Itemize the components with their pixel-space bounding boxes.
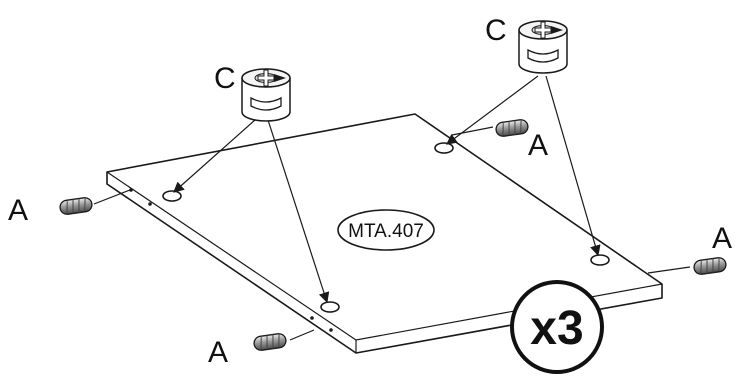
dowel-label: A [8,194,28,227]
wooden-dowel-icon [58,196,94,216]
quantity-badge: x3 [510,280,604,374]
cam-lock-label: C [214,62,236,95]
guide-lines [93,75,691,341]
wooden-dowel-icon [494,118,530,138]
quantity-text: x3 [530,302,583,355]
cam-lock-label: C [485,14,507,47]
dowel-label: A [712,222,732,255]
cam-holes [162,142,610,313]
part-code: MTA.407 [348,221,424,242]
part-code-badge: MTA.407 [337,209,435,251]
cam-lock-fitting-icon [518,20,568,74]
wooden-dowel-icon [692,256,728,276]
wooden-dowel-icon [252,332,288,352]
dowel-label: A [528,129,548,162]
dowel-label: A [208,336,228,369]
cam-lock-fitting-icon [241,68,291,122]
